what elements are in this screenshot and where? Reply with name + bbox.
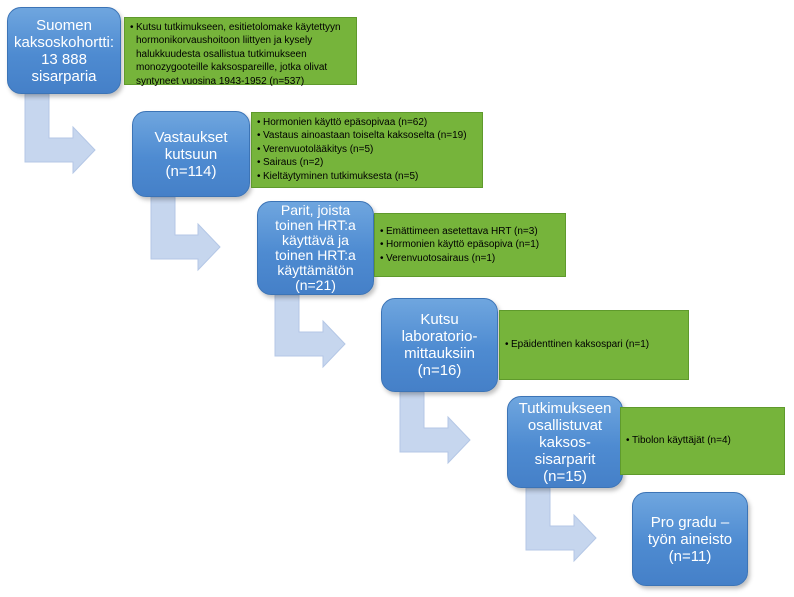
note-exclusions-hrt: Emättimeen asetettava HRT (n=3) Hormonie… [374, 213, 566, 277]
stage-lab-invite-line: Kutsu [420, 311, 459, 328]
stage-thesis-data-text: Pro gradu – työn aineisto (n=11) [648, 514, 732, 565]
note-exclusion-item: Hormonien käyttö epäsopivaa (n=62) [257, 116, 477, 130]
stage-lab-invite-line: mittauksiin [404, 345, 475, 362]
stage-participants-line: sisarparit [534, 450, 596, 468]
stage-hrt-pairs-line: Parit, joista [280, 202, 351, 218]
stage-participants-line: osallistuvat [527, 416, 603, 434]
note-exclusion-item: Hormonien käyttö epäsopiva (n=1) [380, 238, 539, 252]
stage-lab-invite-line: (n=16) [417, 362, 462, 379]
note-exclusions-lab: Epäidenttinen kaksospari (n=1) [499, 310, 689, 380]
connector-arrow [150, 196, 221, 272]
note-exclusion-item: Sairaus (n=2) [257, 156, 477, 170]
stage-thesis-data-line: työn aineisto [647, 530, 733, 548]
stage-thesis-data-line: (n=11) [668, 547, 712, 565]
stage-participants-line: (n=15) [543, 467, 587, 485]
stage-responses-line: kutsuun [164, 145, 218, 163]
stage-responses-line: (n=114) [165, 162, 217, 180]
connector-arrow [399, 391, 471, 465]
stage-thesis-data: Pro gradu – työn aineisto (n=11) [632, 492, 748, 586]
note-exclusion-item: Epäidenttinen kaksospari (n=1) [505, 338, 683, 352]
stage-participants-line: kaksos- [539, 433, 591, 451]
stage-participants-text: Tutkimukseen osallistuvat kaksos- sisarp… [519, 400, 612, 485]
note-exclusion-item: Vastaus ainoastaan toiselta kaksoselta (… [257, 129, 477, 143]
note-exclusions-lab-list: Epäidenttinen kaksospari (n=1) [505, 338, 683, 352]
stage-cohort-line: sisarparia [31, 67, 97, 85]
note-exclusion-item: Emättimeen asetettava HRT (n=3) [380, 225, 539, 239]
note-exclusions-responses-list: Hormonien käyttö epäsopivaa (n=62) Vasta… [257, 116, 477, 183]
note-exclusion-item: Kieltäytyminen tutkimuksesta (n=5) [257, 170, 477, 184]
note-invitation: Kutsu tutkimukseen, esitietolomake käyte… [124, 17, 357, 88]
stage-hrt-pairs-line: toinen HRT:a [275, 247, 356, 263]
note-exclusion-item: Verenvuotosairaus (n=1) [380, 252, 539, 266]
note-exclusion-item: Verenvuotolääkitys (n=5) [257, 143, 477, 157]
stage-cohort-line: kaksoskohortti: [13, 33, 115, 51]
stage-responses-text: Vastaukset kutsuun (n=114) [154, 129, 227, 180]
stage-thesis-data-line: Pro gradu – [650, 513, 730, 531]
stage-hrt-pairs-line: toinen HRT:a [275, 217, 356, 233]
note-invitation-item: Kutsu tutkimukseen, esitietolomake käyte… [130, 21, 351, 88]
stage-lab-invite: Kutsu laboratorio- mittauksiin (n=16) [381, 298, 498, 392]
connector-arrow [525, 487, 597, 563]
stage-participants-line: Tutkimukseen [518, 399, 612, 417]
note-exclusions-hrt-list: Emättimeen asetettava HRT (n=3) Hormonie… [380, 225, 539, 266]
stage-cohort-line: 13 888 [41, 50, 87, 68]
note-exclusion-item: Tibolon käyttäjät (n=4) [626, 434, 731, 448]
stage-cohort-line: Suomen [36, 16, 92, 34]
note-exclusions-responses: Hormonien käyttö epäsopivaa (n=62) Vasta… [251, 112, 483, 188]
stage-participants: Tutkimukseen osallistuvat kaksos- sisarp… [507, 396, 623, 488]
note-exclusions-participants-list: Tibolon käyttäjät (n=4) [626, 434, 731, 448]
stage-hrt-pairs-line: (n=21) [295, 277, 336, 293]
stage-hrt-pairs-line: käyttävä ja [282, 232, 349, 248]
stage-lab-invite-line: laboratorio- [401, 328, 478, 345]
stage-hrt-pairs-line: käyttämätön [277, 262, 354, 278]
stage-hrt-pairs-text: Parit, joista toinen HRT:a käyttävä ja t… [275, 203, 356, 293]
note-invitation-list: Kutsu tutkimukseen, esitietolomake käyte… [130, 21, 351, 88]
stage-lab-invite-text: Kutsu laboratorio- mittauksiin (n=16) [402, 311, 478, 379]
stage-cohort-text: Suomen kaksoskohortti: 13 888 sisarparia [14, 17, 114, 85]
stage-hrt-pairs: Parit, joista toinen HRT:a käyttävä ja t… [257, 201, 374, 295]
stage-responses-line: Vastaukset [154, 128, 228, 146]
note-exclusions-participants: Tibolon käyttäjät (n=4) [620, 407, 785, 475]
connector-arrow [274, 294, 346, 369]
stage-cohort: Suomen kaksoskohortti: 13 888 sisarparia [7, 7, 121, 94]
stage-responses: Vastaukset kutsuun (n=114) [132, 111, 250, 197]
connector-arrow [24, 93, 96, 175]
